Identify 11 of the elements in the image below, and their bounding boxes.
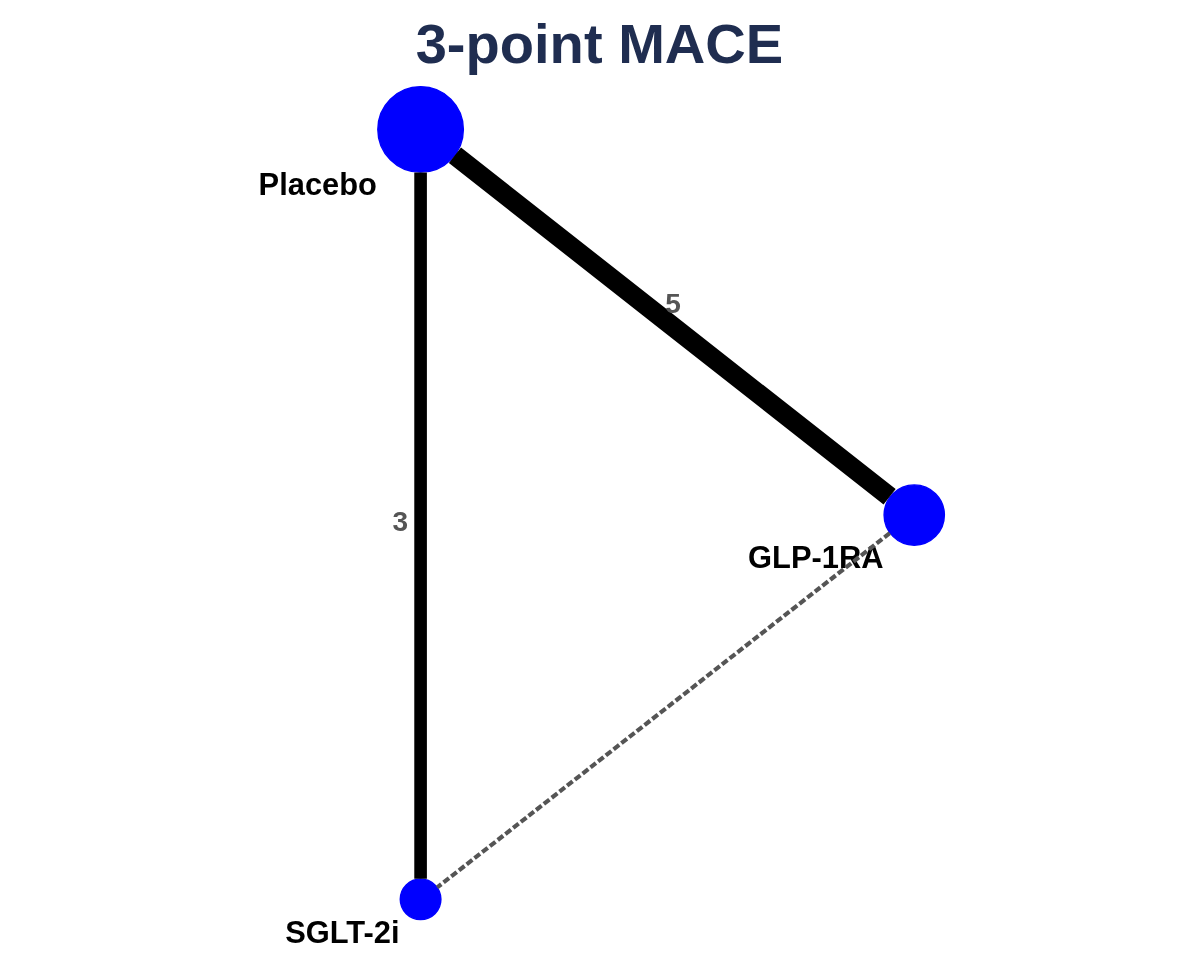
connector [448,147,896,505]
node-label: Placebo [258,167,377,203]
connector [435,531,892,890]
edge-label: 3 [392,506,409,538]
edge-label: 5 [665,288,681,320]
node-label: SGLT-2i [285,914,400,950]
diagram-title: 3-point MACE [415,11,784,75]
node-circle [883,484,946,546]
node-circle [399,878,442,921]
node-circle [377,85,465,173]
connector [414,172,427,879]
